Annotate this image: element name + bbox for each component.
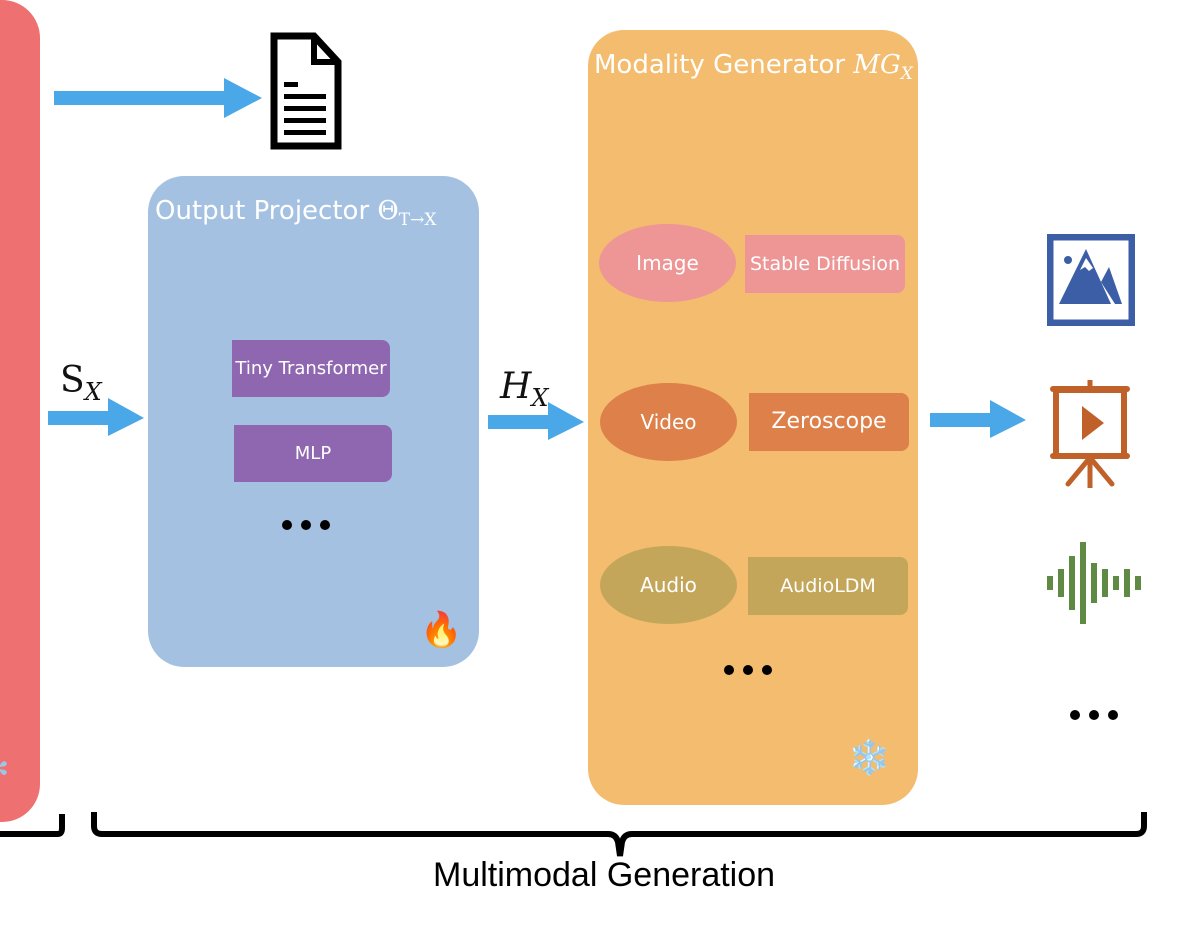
- modality-generator-title: Modality Generator MGX: [594, 50, 913, 84]
- model-audioldm: AudioLDM: [748, 557, 908, 615]
- snowflake-icon: ❄️: [848, 739, 891, 777]
- sx-arrow: [48, 398, 144, 436]
- outputs-more-ellipsis: [1070, 710, 1118, 720]
- video-presentation-icon: [1050, 380, 1130, 488]
- output-projector: [148, 176, 479, 667]
- projector-more-ellipsis: [282, 520, 330, 530]
- hx-arrow: [488, 402, 584, 440]
- modality-image: Image: [599, 224, 736, 302]
- document-icon: [270, 32, 342, 150]
- llm-block: [0, 0, 40, 822]
- fire-icon: 🔥: [420, 611, 463, 649]
- llm-snowflake-icon: ✻: [0, 752, 9, 787]
- modality-audio: Audio: [600, 546, 737, 624]
- audio-waveform-icon: [1047, 542, 1141, 624]
- hx-label: HX: [500, 366, 549, 412]
- projector-item-mlp: MLP: [234, 425, 392, 482]
- model-stable-diffusion: Stable Diffusion: [745, 235, 905, 293]
- generator-more-ellipsis: [724, 665, 772, 675]
- image-icon: [1047, 234, 1135, 326]
- modality-video: Video: [600, 383, 737, 461]
- model-zeroscope: Zeroscope: [749, 393, 909, 451]
- multimodal-generation-caption: Multimodal Generation: [433, 856, 776, 894]
- sx-label: SX: [60, 360, 102, 406]
- projector-item-tiny-transformer: Tiny Transformer: [232, 340, 390, 397]
- llm-brace: [0, 814, 65, 837]
- multimodal-generation-brace: [91, 812, 1147, 857]
- text-output-arrow: [54, 78, 262, 118]
- output-arrow: [930, 400, 1026, 438]
- output-projector-title: Output Projector ΘT→X: [155, 196, 437, 230]
